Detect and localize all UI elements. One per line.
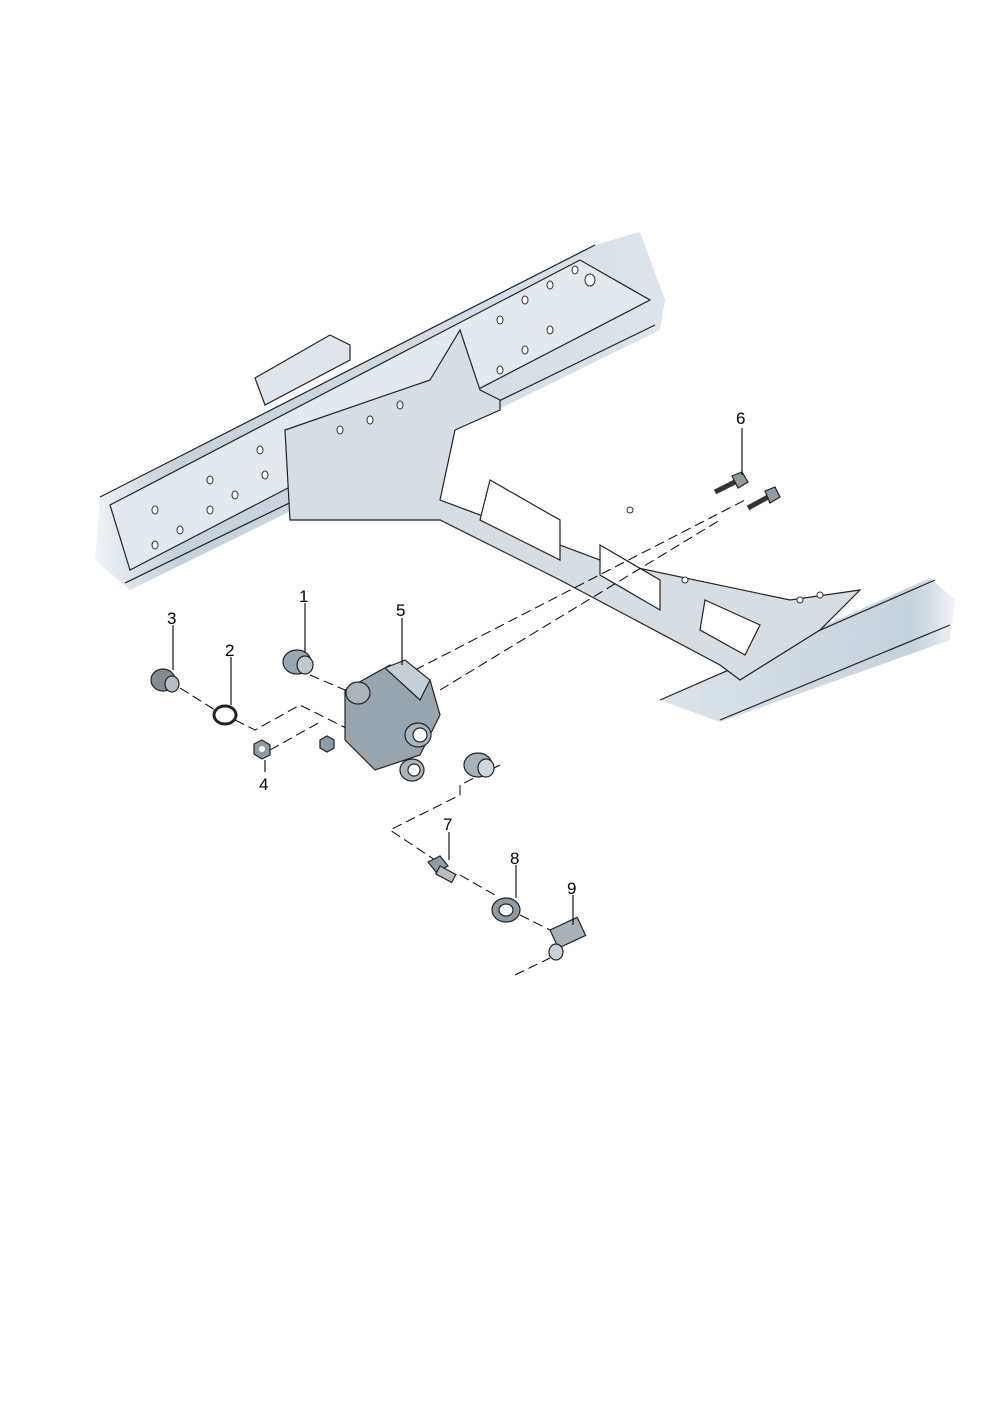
crossmember [284, 328, 862, 681]
part-9-connector[interactable] [548, 916, 587, 961]
callout-7: 7 [443, 815, 452, 834]
callout-5: 5 [396, 601, 405, 620]
part-2-o-ring[interactable] [212, 704, 238, 726]
part-3-plug[interactable] [150, 668, 180, 693]
rail-holes [151, 265, 824, 604]
part-4-nut[interactable] [253, 735, 335, 760]
part-6-bolts[interactable] [713, 471, 781, 511]
part-5-valve[interactable] [344, 659, 441, 782]
callout-2: 2 [225, 641, 234, 660]
callout-1: 1 [299, 587, 308, 606]
callout-4: 4 [259, 775, 268, 794]
part-1-plug[interactable] [282, 649, 314, 675]
leader-lines [172, 428, 743, 925]
callout-9: 9 [567, 879, 576, 898]
part-5-fitting[interactable] [463, 752, 495, 778]
callout-3: 3 [167, 609, 176, 628]
assembly-lines [179, 499, 746, 976]
callout-8: 8 [510, 849, 519, 868]
callout-6: 6 [736, 409, 745, 428]
part-8-sealing-ring[interactable] [491, 897, 521, 923]
part-7-nipple[interactable] [427, 855, 457, 884]
